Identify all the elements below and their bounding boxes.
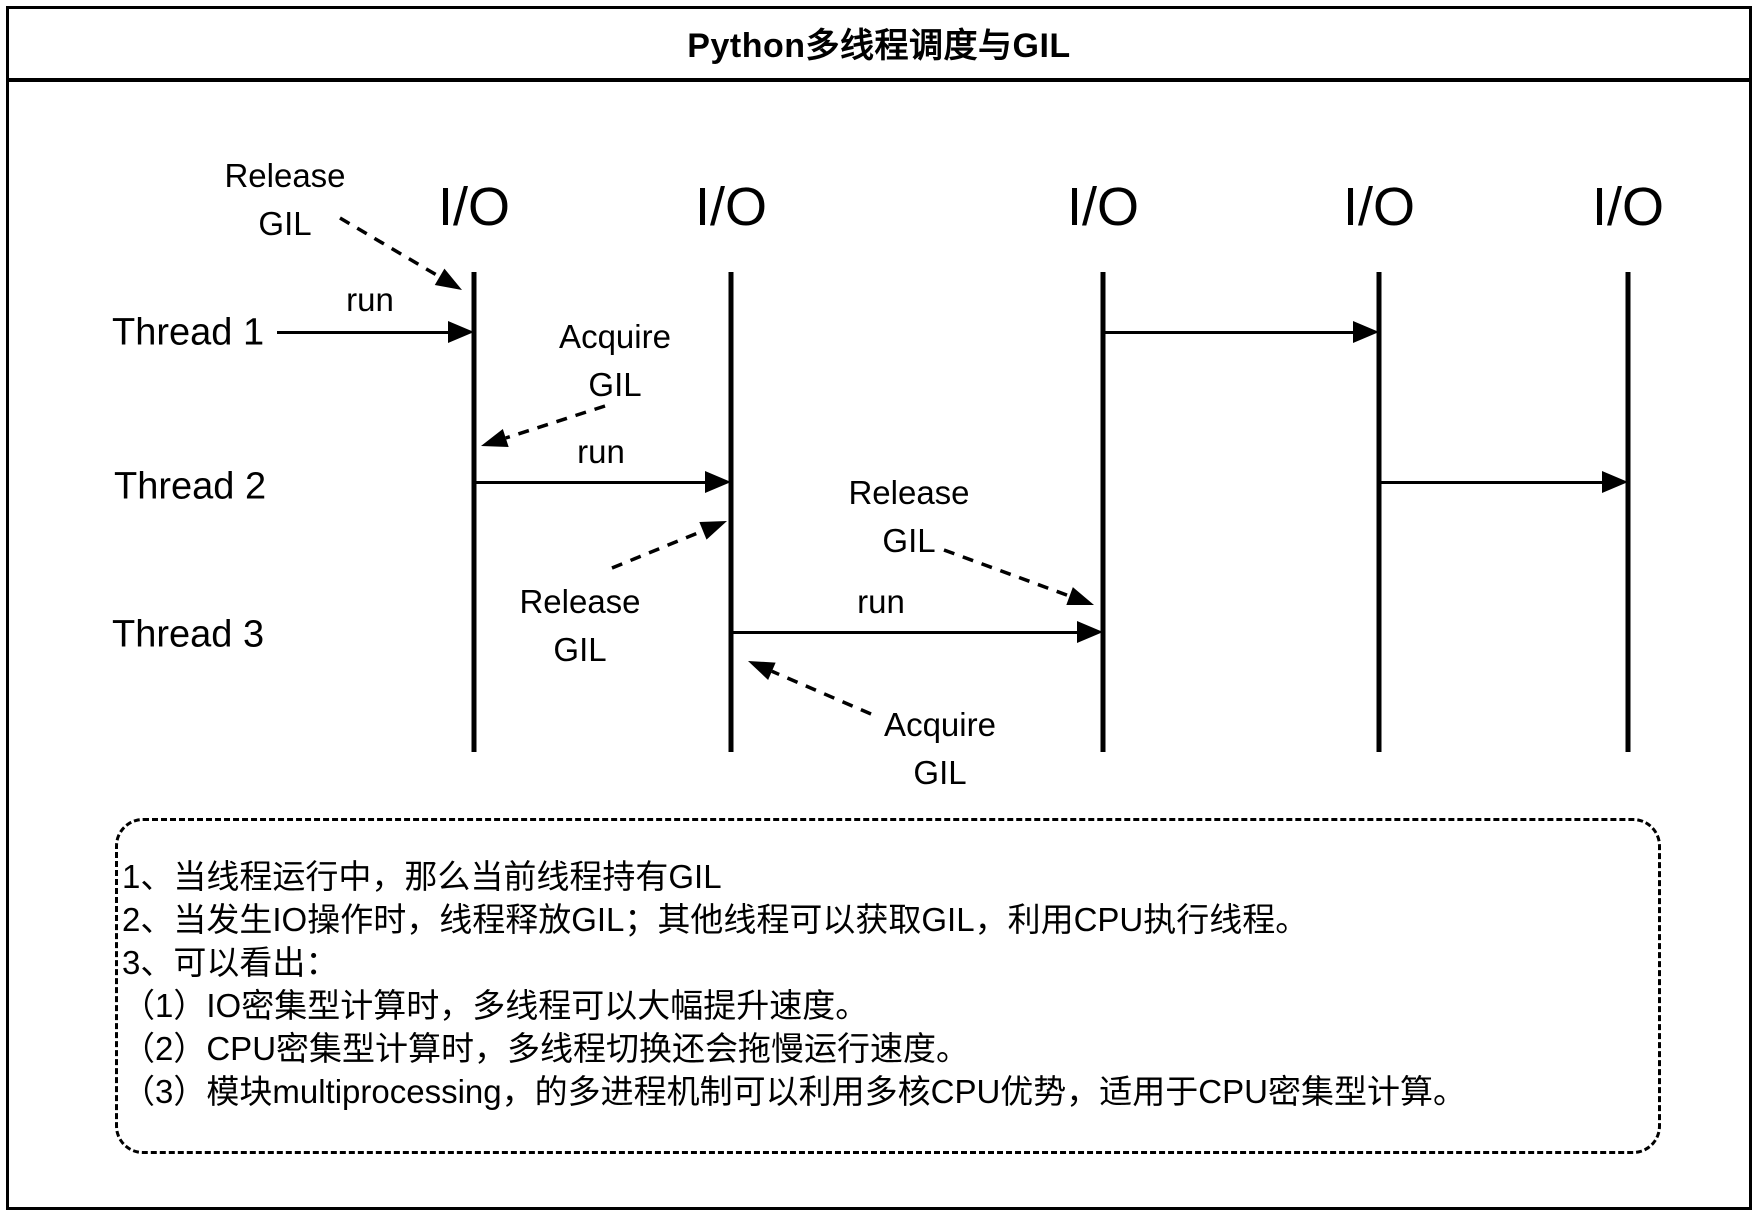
io-timeline <box>1100 272 1106 752</box>
run-arrow-line <box>1103 330 1357 334</box>
io-label: I/O <box>694 177 768 237</box>
note-line: （3）模块multiprocessing，的多进程机制可以利用多核CPU优势，适… <box>122 1073 1466 1110</box>
run-label: run <box>857 583 905 620</box>
io-timeline <box>1625 272 1631 752</box>
run-arrow-line <box>474 480 709 484</box>
run-label: run <box>346 281 394 318</box>
thread-label: Thread 2 <box>114 465 267 508</box>
thread-label: Thread 3 <box>112 613 265 656</box>
gil-annotation-line: Acquire <box>559 318 671 355</box>
io-timeline <box>728 272 734 752</box>
dashed-arrow <box>611 521 727 570</box>
title-bar: Python多线程调度与GIL <box>6 6 1752 82</box>
run-arrow-line <box>731 630 1081 634</box>
io-label: I/O <box>1342 177 1416 237</box>
io-timeline <box>1376 272 1382 752</box>
note-line: 2、当发生IO操作时，线程释放GIL；其他线程可以获取GIL，利用CPU执行线程… <box>122 901 1309 938</box>
notes-box <box>115 818 1661 1154</box>
gil-annotation-line: Release <box>848 474 970 511</box>
run-arrow-head <box>448 321 474 343</box>
gil-annotation-line: GIL <box>553 631 607 668</box>
dashed-arrow <box>943 548 1094 605</box>
page-border <box>6 6 1752 1210</box>
dashed-arrow <box>748 661 872 716</box>
gil-annotation-line: Release <box>519 583 641 620</box>
run-label: run <box>577 433 625 470</box>
run-arrow-line <box>1379 480 1606 484</box>
thread-label: Thread 1 <box>112 311 265 354</box>
gil-annotation-line: GIL <box>882 522 936 559</box>
gil-annotation-line: GIL <box>588 366 642 403</box>
io-timeline <box>471 272 477 752</box>
note-line: 3、可以看出： <box>122 944 339 981</box>
run-arrow-head <box>1353 321 1379 343</box>
gil-annotation-line: Release <box>224 157 346 194</box>
run-arrow-head <box>705 471 731 493</box>
notes-text: 1、当线程运行中，那么当前线程持有GIL 2、当发生IO操作时，线程释放GIL；其… <box>122 855 1466 1113</box>
run-arrow-head <box>1077 621 1103 643</box>
dashed-arrow <box>339 216 462 290</box>
gil-annotation-line: GIL <box>258 205 312 242</box>
io-label: I/O <box>1066 177 1140 237</box>
io-label: I/O <box>1591 177 1665 237</box>
page-title: Python多线程调度与GIL <box>687 26 1071 65</box>
gil-annotation-line: Acquire <box>884 706 996 743</box>
note-line: 1、当线程运行中，那么当前线程持有GIL <box>122 858 722 895</box>
io-label: I/O <box>437 177 511 237</box>
run-arrow-line <box>277 330 452 334</box>
run-arrow-head <box>1602 471 1628 493</box>
dashed-arrow <box>481 404 606 448</box>
note-line: （2）CPU密集型计算时，多线程切换还会拖慢运行速度。 <box>122 1030 970 1067</box>
note-line: （1）IO密集型计算时，多线程可以大幅提升速度。 <box>122 987 869 1024</box>
gil-annotation-line: GIL <box>913 754 967 791</box>
